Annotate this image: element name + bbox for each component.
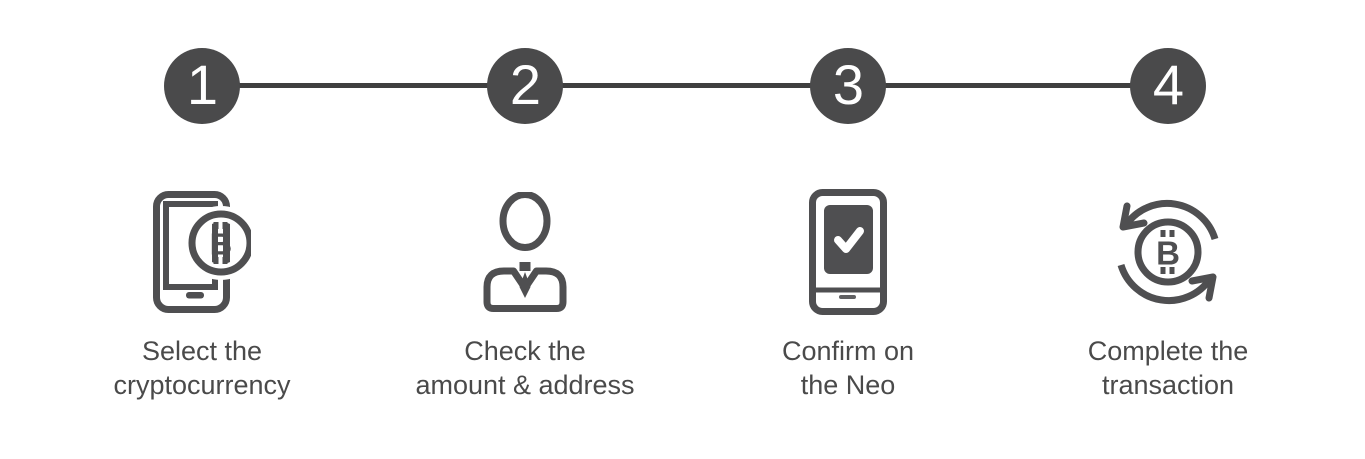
- exchange-bitcoin-icon: B: [1018, 186, 1318, 318]
- step-1-label: Select the cryptocurrency: [52, 334, 352, 402]
- step-3-number: 3: [832, 53, 864, 116]
- step-4-label: Complete the transaction: [1018, 334, 1318, 402]
- person-icon: [375, 186, 675, 318]
- bitcoin-symbol: B: [210, 227, 232, 262]
- step-4-number: 4: [1152, 53, 1184, 116]
- step-1-number: 1: [186, 53, 218, 116]
- label-line: Select the: [141, 336, 263, 366]
- label-line: Check the: [464, 336, 586, 366]
- label-line: the Neo: [800, 370, 896, 400]
- label-line: Confirm on: [781, 336, 915, 366]
- device-check-icon: [698, 186, 998, 318]
- step-connector-line: [202, 83, 1168, 88]
- step-4: 4 B Complete the transaction: [1018, 0, 1318, 459]
- bitcoin-symbol: B: [1156, 235, 1180, 272]
- step-3-label: Confirm on the Neo: [698, 334, 998, 402]
- step-3: 3 Confirm on the Neo: [698, 0, 998, 459]
- step-3-number-badge: 3: [810, 48, 886, 124]
- phone-cryptocurrency-icon: B: [52, 186, 352, 318]
- step-1-number-badge: 1: [164, 48, 240, 124]
- step-2: 2 Check the amount & address: [375, 0, 675, 459]
- step-2-label: Check the amount & address: [375, 334, 675, 402]
- label-line: cryptocurrency: [113, 370, 291, 400]
- label-line: Complete the: [1087, 336, 1249, 366]
- label-line: transaction: [1101, 370, 1235, 400]
- step-2-number-badge: 2: [487, 48, 563, 124]
- label-line: amount & address: [415, 370, 635, 400]
- step-4-number-badge: 4: [1130, 48, 1206, 124]
- step-2-number: 2: [509, 53, 541, 116]
- step-1: 1 B Select the cryptocurrency: [52, 0, 352, 459]
